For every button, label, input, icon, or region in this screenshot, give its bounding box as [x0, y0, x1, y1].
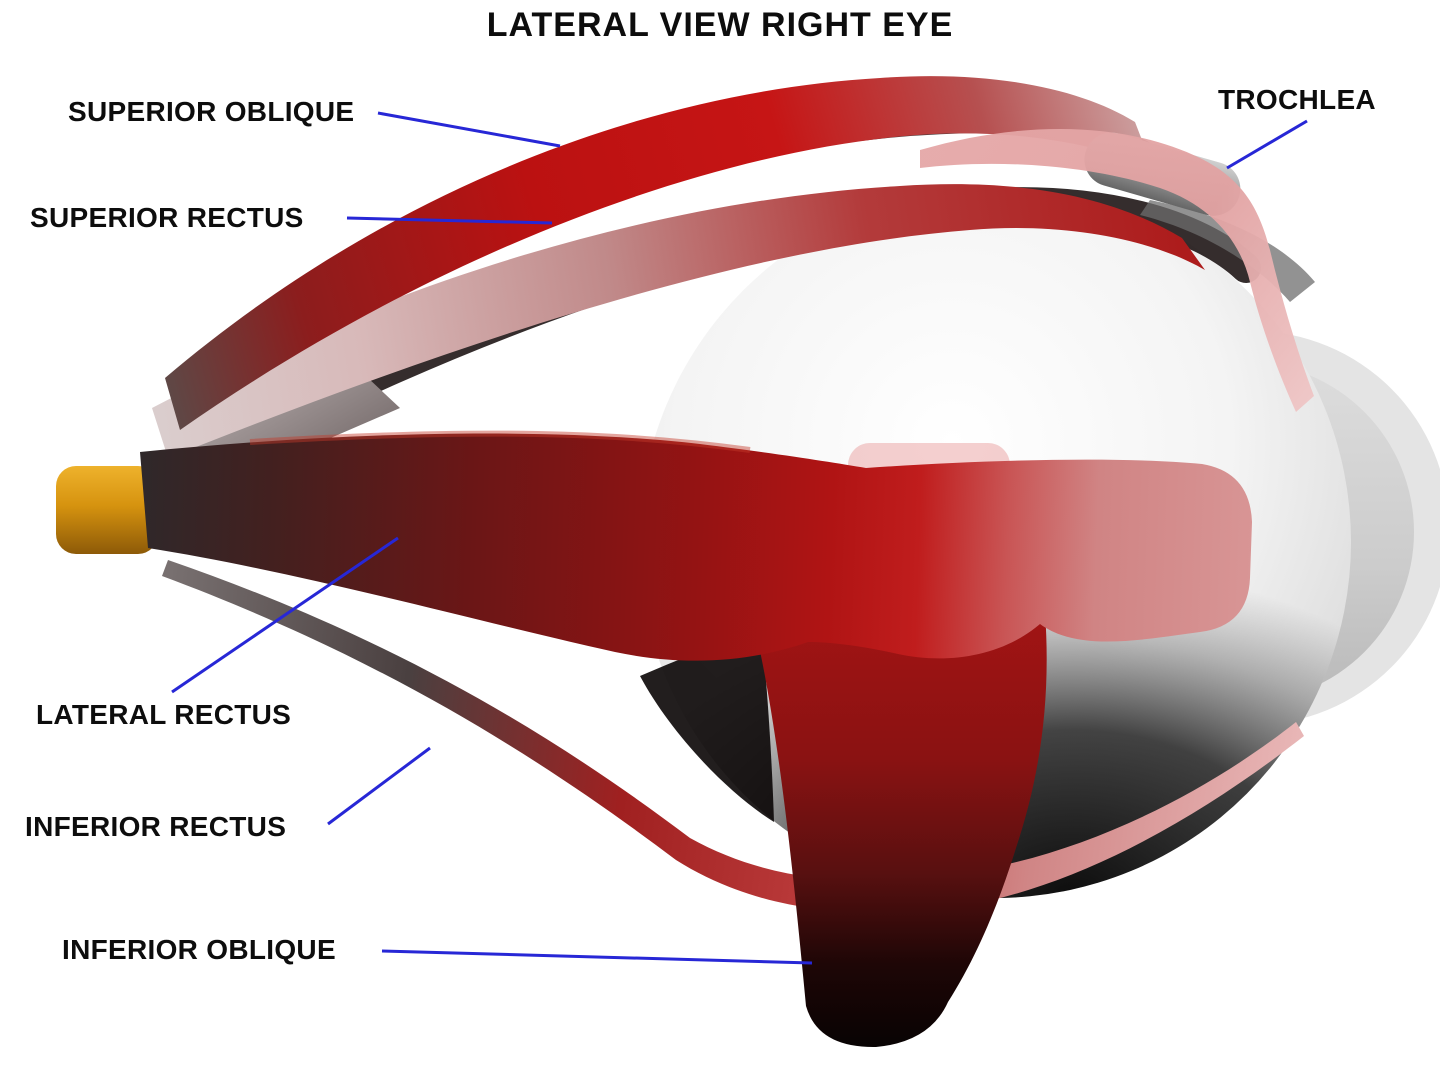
- superior-rectus-muscle: [152, 184, 1205, 459]
- leader-line-superior-oblique: [377, 111, 561, 148]
- globe-bottom-left-shadow: [640, 632, 774, 822]
- optic-nerve: [56, 466, 158, 554]
- leader-line-trochlea: [1226, 119, 1308, 170]
- leader-line-inferior-oblique: [381, 949, 813, 965]
- leader-line-lateral-rectus: [171, 536, 399, 694]
- label-inferior-oblique: INFERIOR OBLIQUE: [62, 934, 336, 965]
- superior-oblique-tendon: [920, 128, 1314, 412]
- label-trochlea: TROCHLEA: [1218, 84, 1376, 115]
- superior-oblique-muscle: [165, 76, 1152, 430]
- lateral-rectus-muscle: [140, 433, 1252, 661]
- label-superior-rectus: SUPERIOR RECTUS: [30, 202, 304, 233]
- leader-lines: [171, 111, 1308, 965]
- page-title: LATERAL VIEW RIGHT EYE: [486, 6, 954, 44]
- label-superior-oblique: SUPERIOR OBLIQUE: [68, 96, 355, 127]
- leader-line-inferior-rectus: [327, 746, 431, 826]
- leader-line-superior-rectus: [346, 216, 553, 225]
- label-inferior-rectus: INFERIOR RECTUS: [25, 811, 287, 842]
- label-lateral-rectus: LATERAL RECTUS: [36, 699, 292, 730]
- lateral-rectus-highlight: [249, 430, 751, 453]
- inferior-oblique-muscle: [756, 599, 1047, 1048]
